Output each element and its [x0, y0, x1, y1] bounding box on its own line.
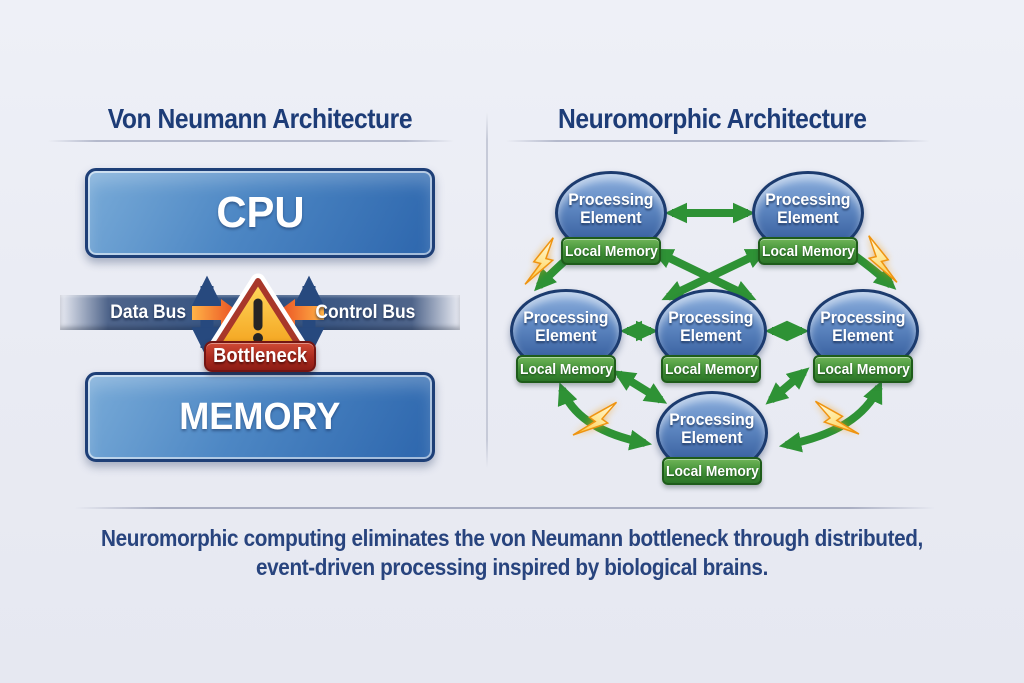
- left-title-underline: [48, 140, 454, 142]
- local-memory-label: Local Memory: [564, 242, 658, 260]
- local-memory-label: Local Memory: [761, 242, 855, 260]
- arrow-pe5-pe6-curved: [778, 380, 883, 453]
- cpu-box: CPU: [85, 168, 435, 258]
- caption-line-1: Neuromorphic computing eliminates the vo…: [101, 525, 923, 551]
- bottleneck-badge: Bottleneck: [204, 341, 316, 372]
- control-bus-label: Control Bus: [314, 301, 416, 323]
- arrow-pe2-pe4: [661, 248, 769, 301]
- caption: Neuromorphic computing eliminates the vo…: [0, 524, 1024, 582]
- caption-line-2: event-driven processing inspired by biol…: [255, 554, 768, 580]
- arrow-pe3-pe6-curved: [557, 382, 653, 451]
- panel-divider: [486, 112, 488, 468]
- local-memory-badge: Local Memory: [813, 355, 913, 383]
- local-memory-label: Local Memory: [664, 360, 758, 378]
- local-memory-badge: Local Memory: [758, 237, 858, 265]
- local-memory-badge: Local Memory: [516, 355, 616, 383]
- arrow-pe5-pe6: [765, 367, 810, 405]
- local-memory-label: Local Memory: [816, 360, 910, 378]
- warning-icon: [206, 273, 310, 358]
- local-memory-label: Local Memory: [665, 462, 759, 480]
- right-title-underline: [506, 140, 930, 142]
- local-memory-badge: Local Memory: [561, 237, 661, 265]
- local-memory-label: Local Memory: [519, 360, 613, 378]
- right-panel-title: Neuromorphic Architecture: [557, 103, 867, 134]
- local-memory-badge: Local Memory: [662, 457, 762, 485]
- left-panel-title: Von Neumann Architecture: [107, 103, 413, 134]
- memory-box: MEMORY: [85, 372, 435, 462]
- local-memory-badge: Local Memory: [661, 355, 761, 383]
- data-bus-label: Data Bus: [110, 301, 186, 323]
- caption-divider: [75, 507, 935, 509]
